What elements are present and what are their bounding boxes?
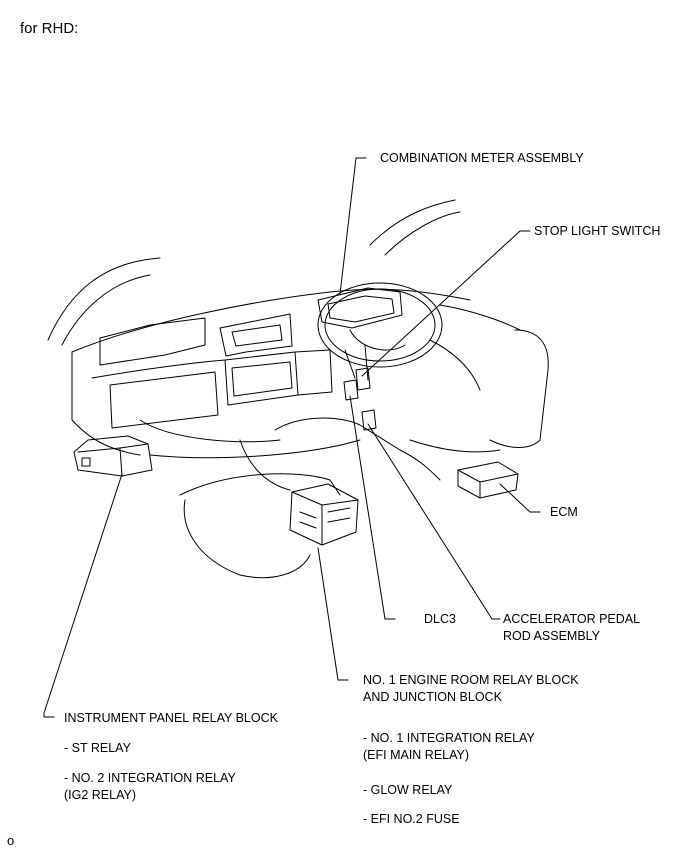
dlc3-label: DLC3	[424, 612, 456, 626]
instrument-panel-item-st-relay: - ST RELAY	[64, 741, 131, 755]
instrument-panel-relay-label: INSTRUMENT PANEL RELAY BLOCK	[64, 711, 278, 725]
combination-meter-label: COMBINATION METER ASSEMBLY	[380, 151, 584, 165]
stop-light-switch-label: STOP LIGHT SWITCH	[534, 224, 661, 238]
instrument-panel-item-integration-relay: - NO. 2 INTEGRATION RELAY	[64, 771, 236, 785]
page-heading: for RHD:	[20, 20, 79, 37]
engine-room-item-efi-main-relay: (EFI MAIN RELAY)	[363, 748, 470, 762]
accelerator-label-line1: ACCELERATOR PEDAL	[503, 612, 641, 626]
engine-room-relay-label-line2: AND JUNCTION BLOCK	[363, 690, 502, 704]
ecm-label: ECM	[550, 505, 578, 519]
engine-room-relay-label-line1: NO. 1 ENGINE ROOM RELAY BLOCK	[363, 673, 579, 687]
engine-room-item-glow-relay: - GLOW RELAY	[363, 783, 453, 797]
engine-room-item-integration-relay: - NO. 1 INTEGRATION RELAY	[363, 731, 535, 745]
accelerator-label-line2: ROD ASSEMBLY	[503, 629, 601, 643]
corner-mark: o	[7, 833, 15, 848]
engine-room-item-efi-fuse: - EFI NO.2 FUSE	[363, 812, 460, 826]
instrument-panel-item-ig2-relay: (IG2 RELAY)	[64, 788, 137, 802]
